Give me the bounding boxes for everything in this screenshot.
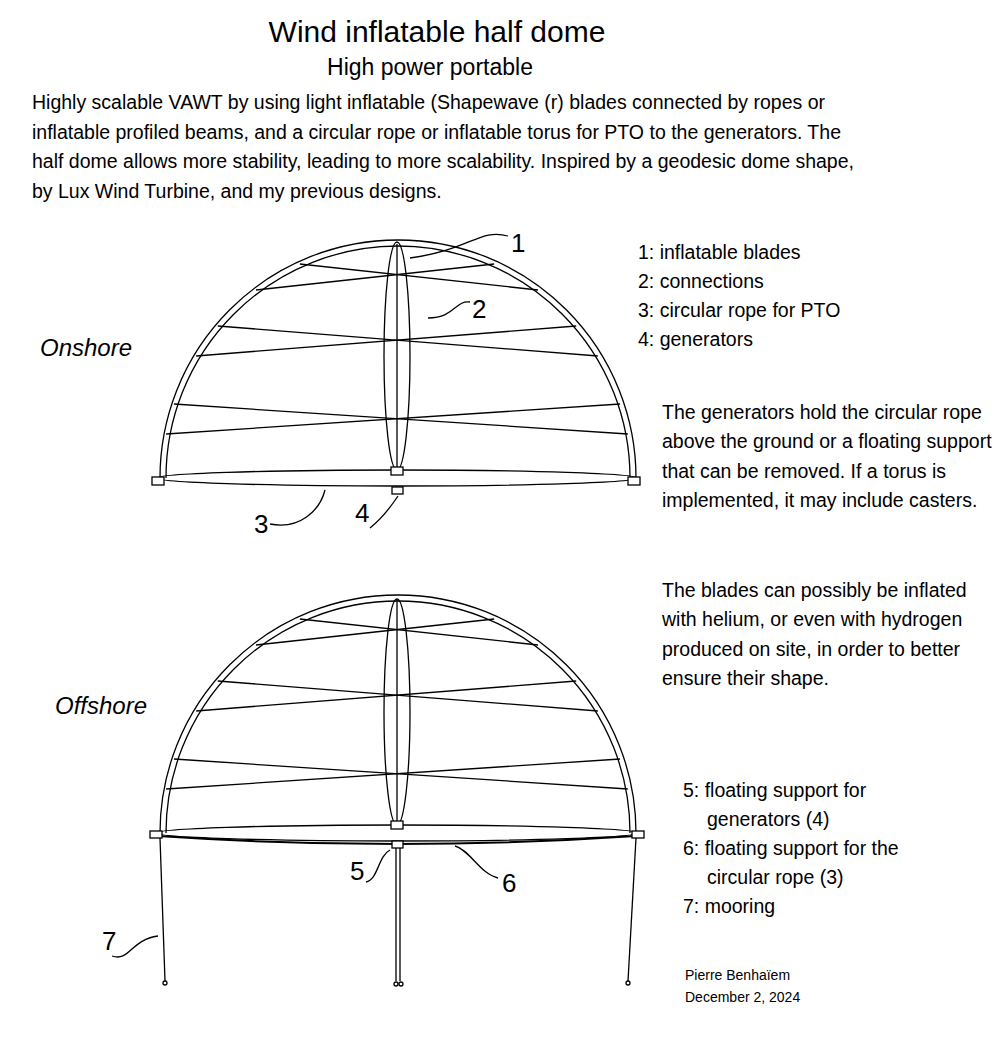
callout-number: 7 (102, 922, 116, 961)
onshore-turbine (152, 234, 640, 528)
mooring-line (160, 838, 165, 981)
author: Pierre Benhaïem (685, 965, 790, 986)
callout-number: 5 (350, 852, 364, 891)
callout-number: 6 (502, 864, 516, 903)
rope-connection (300, 619, 538, 645)
legend-item: 7: mooring (683, 892, 775, 921)
offshore-turbine (112, 595, 644, 986)
leader-line (370, 496, 398, 528)
end-support (628, 477, 640, 485)
legend-item: 3: circular rope for PTO (638, 296, 840, 325)
subtitle: High power portable (0, 50, 860, 85)
dome-arc (166, 246, 630, 478)
dome-arc (166, 601, 630, 833)
floating-support (392, 841, 403, 848)
description: Highly scalable VAWT by using light infl… (32, 88, 872, 207)
rope-connection (256, 619, 494, 645)
dome-arc (160, 595, 636, 833)
generator (391, 821, 403, 829)
rope-connection (218, 681, 598, 711)
rope-connection (256, 264, 494, 290)
legend-item: 4: generators (638, 325, 753, 354)
date: December 2, 2024 (685, 987, 800, 1008)
mooring-line (395, 848, 396, 981)
section-label: Offshore (55, 688, 147, 724)
callout-number: 1 (511, 224, 525, 263)
blade-line (396, 244, 397, 468)
legend-item: 5: floating support for generators (4) (683, 776, 962, 835)
end-support (152, 477, 164, 485)
mooring-line (399, 848, 400, 981)
legend-item: 6: floating support for the circular rop… (683, 834, 962, 893)
leader-line (270, 490, 325, 525)
inflatable-blade (384, 599, 410, 825)
anchor (163, 981, 167, 985)
leader-line (455, 846, 498, 878)
anchor (394, 982, 398, 986)
end-support (150, 831, 162, 838)
callout-number: 3 (254, 505, 268, 544)
generator (392, 487, 403, 494)
note: The generators hold the circular rope ab… (662, 398, 997, 515)
anchor (399, 982, 403, 986)
rope-connections (166, 619, 628, 789)
callout-number: 4 (355, 494, 369, 533)
leader-line (112, 936, 158, 957)
end-support (632, 831, 644, 838)
rope-connection (174, 759, 628, 789)
callout-number: 2 (472, 290, 486, 329)
legend-item: 2: connections (638, 267, 764, 296)
rope-connections (166, 264, 628, 434)
leader-line (428, 302, 470, 318)
anchor (626, 981, 630, 985)
rope-connection (196, 326, 576, 356)
leader-line (366, 850, 390, 882)
title: Wind inflatable half dome (0, 12, 874, 51)
generator (391, 467, 403, 475)
section-label: Onshore (40, 330, 132, 366)
rope-connection (196, 681, 576, 711)
note: The blades can possibly be inflated with… (662, 576, 992, 693)
blade-line (396, 600, 397, 823)
rope-connection (174, 404, 628, 434)
legend-item: 1: inflatable blades (638, 238, 801, 267)
dome-arc (160, 240, 636, 478)
mooring-line (628, 838, 636, 981)
rope-connection (218, 326, 598, 356)
leader-line (410, 234, 508, 258)
rope-connection (300, 264, 538, 290)
